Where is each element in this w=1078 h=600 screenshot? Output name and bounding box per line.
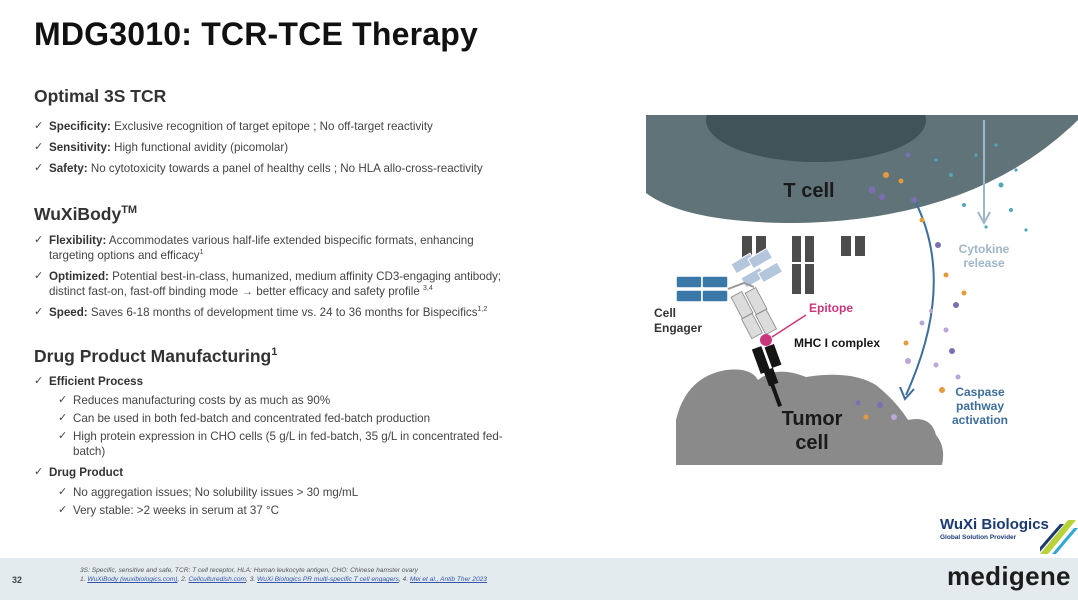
- medigene-logo: medigene: [947, 561, 1071, 591]
- wuxi-logo-tagline: Global Solution Provider: [940, 534, 1017, 541]
- cytokine-label-2: release: [963, 256, 1005, 270]
- cd3-binding-arm: [730, 247, 784, 289]
- footer-bar: [0, 558, 1078, 600]
- tumor-cell-shape: [676, 369, 944, 465]
- item-text: High functional avidity (picomolar): [110, 141, 289, 154]
- ref-num: 1.: [80, 576, 88, 583]
- caspase-arrowhead: [899, 386, 915, 401]
- epitope-pointer: [771, 314, 807, 338]
- item-label: Speed:: [49, 306, 88, 319]
- list-wuxibody: Flexibility: Accommodates various half-l…: [34, 233, 514, 326]
- item-text: Saves 6-18 months of development time vs…: [87, 306, 478, 319]
- cytokine-particles: [855, 143, 1028, 420]
- caspase-label-3: activation: [952, 413, 1008, 427]
- cell-engager-domains: [675, 275, 729, 303]
- tumor-label-1: Tumor: [782, 408, 843, 430]
- group-label: Drug Product: [49, 466, 124, 479]
- item-label: Flexibility:: [49, 234, 107, 247]
- item-label: Specificity:: [49, 120, 111, 133]
- section-heading-wuxibody: WuXiBodyTM: [34, 204, 137, 225]
- wuxi-biologics-logo: WuXi Biologics Global Solution Provider: [940, 516, 1078, 554]
- ref-link-wuxi-pr[interactable]: WuXi Biologics PR multi-specific T cell …: [257, 576, 399, 583]
- abbreviations: 3S: Specific, sensitive and safe, TCR: T…: [80, 567, 418, 574]
- caspase-label-1: Caspase: [955, 385, 1005, 399]
- cytokine-label-1: Cytokine: [959, 242, 1010, 256]
- cell-engager-label-2: Engager: [654, 321, 702, 335]
- tcr-arm: [730, 287, 778, 340]
- ref-sup: 3,4: [423, 285, 433, 293]
- list-item: High protein expression in CHO cells (5 …: [58, 429, 508, 459]
- item-text: Accommodates various half-life extended …: [49, 234, 474, 262]
- group-label: Efficient Process: [49, 375, 144, 388]
- cytokine-arrowhead: [977, 211, 991, 226]
- list-item: Reduces manufacturing costs by as much a…: [58, 393, 508, 408]
- list-3s-tcr: Specificity: Exclusive recognition of ta…: [34, 119, 514, 182]
- cell-engager-label-1: Cell: [654, 306, 676, 320]
- item-text: Potential best-in-class, humanized, medi…: [49, 270, 502, 298]
- caspase-label-2: pathway: [956, 399, 1004, 413]
- list-item: Safety: No cytotoxicity towards a panel …: [34, 161, 514, 176]
- ref-sep: , 4.: [398, 576, 410, 583]
- mhc-complex: [751, 343, 782, 407]
- t-cell-label: T cell: [783, 180, 834, 202]
- ref-sup: 1: [271, 346, 278, 359]
- epitope-dot: [760, 334, 772, 346]
- heading-text: Drug Product Manufacturing: [34, 346, 272, 366]
- page-number: 32: [12, 575, 23, 585]
- item-label: Sensitivity:: [49, 141, 111, 154]
- item-label: Safety:: [49, 162, 88, 175]
- ref-sep: , 2.: [177, 576, 189, 583]
- ref-link-mei[interactable]: Mei et al., Antib Ther 2023: [409, 576, 487, 583]
- item-label: Optimized:: [49, 270, 109, 283]
- group-drug-product: Drug Product: [34, 465, 514, 486]
- wuxi-logo-name: WuXi Biologics: [940, 516, 1049, 533]
- footnotes: 3S: Specific, sensitive and safe, TCR: T…: [80, 566, 487, 584]
- t-cell-receptors: [742, 236, 865, 294]
- t-cell-nucleus: [706, 115, 926, 162]
- slide-title: MDG3010: TCR-TCE Therapy: [34, 16, 478, 52]
- epitope-label: Epitope: [809, 301, 853, 315]
- trademark-sup: TM: [121, 204, 138, 217]
- ref-sep: , 3.: [246, 576, 258, 583]
- tumor-label-2: cell: [795, 432, 828, 454]
- item-text: Exclusive recognition of target epitope …: [110, 120, 433, 133]
- list-item: Sensitivity: High functional avidity (pi…: [34, 140, 514, 155]
- mhc-label: MHC I complex: [794, 336, 880, 350]
- list-item: Optimized: Potential best-in-class, huma…: [34, 269, 514, 299]
- list-item: Efficient Process: [34, 374, 514, 389]
- section-heading-manufacturing: Drug Product Manufacturing1: [34, 346, 277, 367]
- ref-sup: 1,2: [477, 306, 488, 314]
- ref-sup: 1: [199, 249, 204, 257]
- list-drug-product: No aggregation issues; No solubility iss…: [58, 485, 508, 521]
- list-item: Very stable: >2 weeks in serum at 37 °C: [58, 503, 508, 518]
- section-heading-3s-tcr: Optimal 3S TCR: [34, 86, 167, 106]
- ref-link-cellculturedish[interactable]: Cellculturedish.com: [188, 576, 247, 583]
- list-item: No aggregation issues; No solubility iss…: [58, 485, 508, 500]
- list-item: Flexibility: Accommodates various half-l…: [34, 233, 514, 263]
- caspase-arrow: [905, 202, 935, 396]
- list-item: Speed: Saves 6-18 months of development …: [34, 305, 514, 320]
- list-item: Can be used in both fed-batch and concen…: [58, 411, 508, 426]
- list-item: Drug Product: [34, 465, 514, 480]
- wuxi-stripes-icon: [1040, 520, 1078, 554]
- list-efficient-process: Reduces manufacturing costs by as much a…: [58, 393, 508, 462]
- ref-link-wuxibody[interactable]: WuXiBody (wuxibiologics.com): [87, 576, 178, 583]
- list-item: Specificity: Exclusive recognition of ta…: [34, 119, 514, 134]
- item-text: No cytotoxicity towards a panel of healt…: [87, 162, 483, 175]
- references: 1. WuXiBody (wuxibiologics.com), 2. Cell…: [80, 575, 487, 584]
- group-efficient-process: Efficient Process: [34, 374, 514, 395]
- heading-text: WuXiBody: [34, 204, 122, 224]
- mechanism-illustration: T cell Tumor cell Epitope MHC I: [646, 115, 1078, 465]
- engager-linker: [727, 281, 755, 290]
